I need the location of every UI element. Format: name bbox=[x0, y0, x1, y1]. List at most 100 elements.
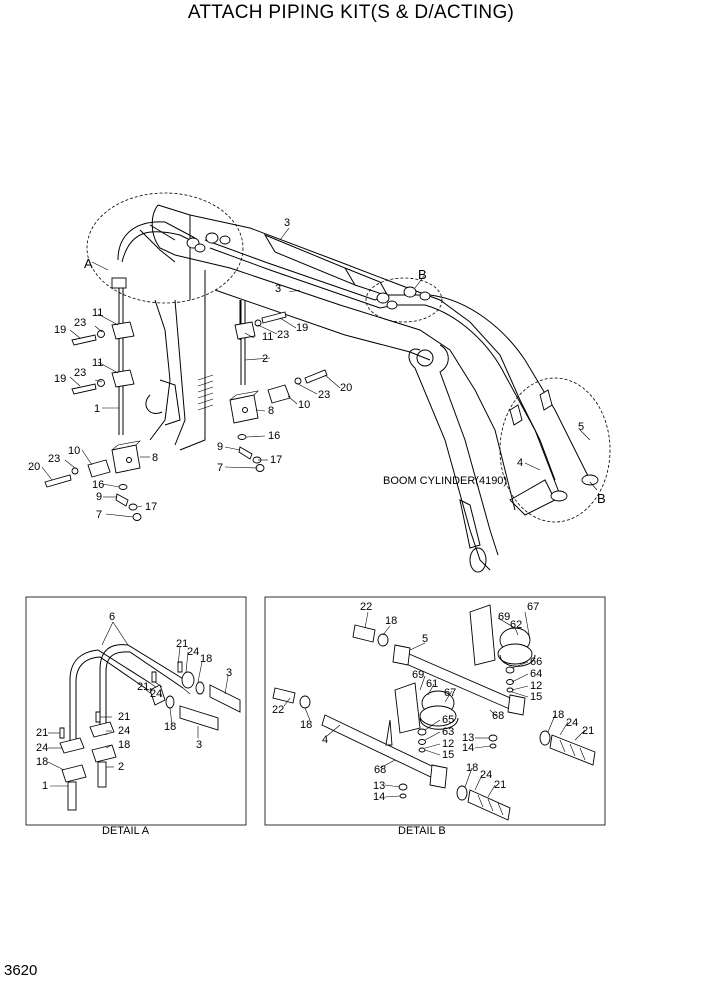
label-23-d: 23 bbox=[277, 329, 289, 341]
label-4: 4 bbox=[517, 457, 523, 469]
bracket-10-left bbox=[87, 459, 111, 478]
label-20-b: 20 bbox=[340, 382, 352, 394]
detail-a-label-3-a: 3 bbox=[226, 667, 232, 679]
clamp-11-right bbox=[234, 321, 256, 340]
label-8-a: 8 bbox=[152, 452, 158, 464]
detail-a-label-3-b: 3 bbox=[196, 739, 202, 751]
detail-a-label-21-b: 21 bbox=[137, 681, 149, 693]
pipe-lines bbox=[117, 221, 591, 496]
detail-b-label-12-a: 12 bbox=[530, 680, 542, 692]
detail-b-label-18-c: 18 bbox=[552, 709, 564, 721]
detail-b-circle-bottom bbox=[499, 377, 611, 523]
bolt-19-right bbox=[261, 311, 287, 324]
bracket-10-right bbox=[267, 384, 291, 404]
detail-b-label-63: 63 bbox=[442, 726, 454, 738]
label-23-e: 23 bbox=[318, 389, 330, 401]
detail-b-label-24-b: 24 bbox=[480, 769, 492, 781]
detail-b-label-21-b: 21 bbox=[494, 779, 506, 791]
detail-a-label-21-c: 21 bbox=[118, 711, 130, 723]
detail-b-label-15-b: 15 bbox=[442, 749, 454, 761]
detail-b-label-22-a: 22 bbox=[360, 601, 372, 613]
left-clamp-assembly bbox=[44, 321, 142, 521]
detail-b-label-18-d: 18 bbox=[466, 762, 478, 774]
detail-b-frame bbox=[264, 596, 606, 826]
label-19-b: 19 bbox=[54, 373, 66, 385]
detail-a-label-2: 2 bbox=[118, 761, 124, 773]
detail-b-circle-top bbox=[365, 277, 443, 323]
bolt-19-lower bbox=[71, 383, 97, 395]
detail-b-label-67-a: 67 bbox=[527, 601, 539, 613]
bolt-20-right bbox=[304, 369, 328, 384]
detail-b-label-18-a: 18 bbox=[385, 615, 397, 627]
main-leader-lines bbox=[41, 227, 598, 518]
detail-b-label-62: 62 bbox=[510, 619, 522, 631]
label-23-b: 23 bbox=[74, 367, 86, 379]
detail-b-label-18-b: 18 bbox=[300, 719, 312, 731]
detail-a-label-18-c: 18 bbox=[118, 739, 130, 751]
detail-b-panel: 22 18 5 69 67 62 66 64 12 15 22 18 4 69 … bbox=[264, 596, 606, 837]
detail-b-label-68-b: 68 bbox=[374, 764, 386, 776]
detail-b-label-14-b: 14 bbox=[373, 791, 385, 803]
detail-b-label-69-a: 69 bbox=[498, 611, 510, 623]
label-16-a: 16 bbox=[92, 479, 104, 491]
detail-b-label-5: 5 bbox=[422, 633, 428, 645]
callout-b-top: B bbox=[418, 267, 427, 282]
label-11-a: 11 bbox=[92, 307, 103, 319]
page-number: 3620 bbox=[4, 962, 38, 979]
clamp-11-lower bbox=[111, 369, 135, 388]
detail-b-label-13-a: 13 bbox=[462, 732, 474, 744]
label-10-a: 10 bbox=[68, 445, 80, 457]
detail-b-label-12-b: 12 bbox=[442, 738, 454, 750]
callout-a: A bbox=[84, 256, 93, 271]
fitting-top-a bbox=[111, 277, 127, 289]
bolt-20-left bbox=[44, 474, 72, 488]
detail-b-label-64: 64 bbox=[530, 668, 542, 680]
detail-a-label-24-a: 24 bbox=[187, 646, 199, 658]
detail-b-label-69-b: 69 bbox=[412, 669, 424, 681]
label-9-a: 9 bbox=[96, 491, 102, 503]
label-17-b: 17 bbox=[270, 454, 282, 466]
detail-a-caption: DETAIL A bbox=[102, 825, 150, 837]
bolt-19-upper bbox=[71, 334, 97, 346]
detail-a-panel: 6 21 24 18 3 21 24 18 21 24 18 3 21 24 1… bbox=[25, 596, 247, 837]
label-23-c: 23 bbox=[48, 453, 60, 465]
detail-b-label-66: 66 bbox=[530, 656, 542, 668]
label-16-b: 16 bbox=[268, 430, 280, 442]
detail-a-label-24-d: 24 bbox=[36, 742, 48, 754]
detail-a-frame bbox=[25, 596, 247, 826]
detail-b-label-21-a: 21 bbox=[582, 725, 594, 737]
label-19-a: 19 bbox=[54, 324, 66, 336]
block-8-right bbox=[229, 394, 259, 424]
detail-a-label-21-a: 21 bbox=[176, 638, 188, 650]
detail-a-label-18-b: 18 bbox=[164, 721, 176, 733]
detail-a-label-24-c: 24 bbox=[118, 725, 130, 737]
label-7-b: 7 bbox=[217, 462, 223, 474]
label-19-c: 19 bbox=[296, 322, 308, 334]
detail-b-label-68-a: 68 bbox=[492, 710, 504, 722]
detail-b-label-13-b: 13 bbox=[373, 780, 385, 792]
page-title: ATTACH PIPING KIT(S & D/ACTING) bbox=[187, 2, 515, 23]
label-23-a: 23 bbox=[74, 317, 86, 329]
detail-a-label-1: 1 bbox=[42, 780, 48, 792]
main-labels: A B B BOOM CYLINDER(4190) 3 3 2 11 23 19… bbox=[28, 217, 606, 521]
label-11-b: 11 bbox=[92, 357, 103, 369]
block-8-left bbox=[111, 444, 141, 474]
detail-b-label-24-a: 24 bbox=[566, 717, 578, 729]
detail-a-label-6: 6 bbox=[109, 611, 115, 623]
detail-b-label-22-b: 22 bbox=[272, 704, 284, 716]
boom-structure bbox=[145, 204, 556, 573]
label-3-lower: 3 bbox=[275, 283, 281, 295]
detail-b-label-4: 4 bbox=[322, 734, 328, 746]
boom-cylinder-note: BOOM CYLINDER(4190) bbox=[383, 475, 507, 487]
label-20-a: 20 bbox=[28, 461, 40, 473]
detail-b-label-67-b: 67 bbox=[444, 687, 456, 699]
clamp-11-upper bbox=[111, 321, 135, 340]
label-3-upper: 3 bbox=[284, 217, 290, 229]
label-9-b: 9 bbox=[217, 441, 223, 453]
detail-a-label-18-d: 18 bbox=[36, 756, 48, 768]
detail-a-label-21-d: 21 bbox=[36, 727, 48, 739]
label-10-b: 10 bbox=[298, 399, 310, 411]
main-assembly-view: A B B BOOM CYLINDER(4190) 3 3 2 11 23 19… bbox=[28, 192, 611, 573]
label-17-a: 17 bbox=[145, 501, 157, 513]
